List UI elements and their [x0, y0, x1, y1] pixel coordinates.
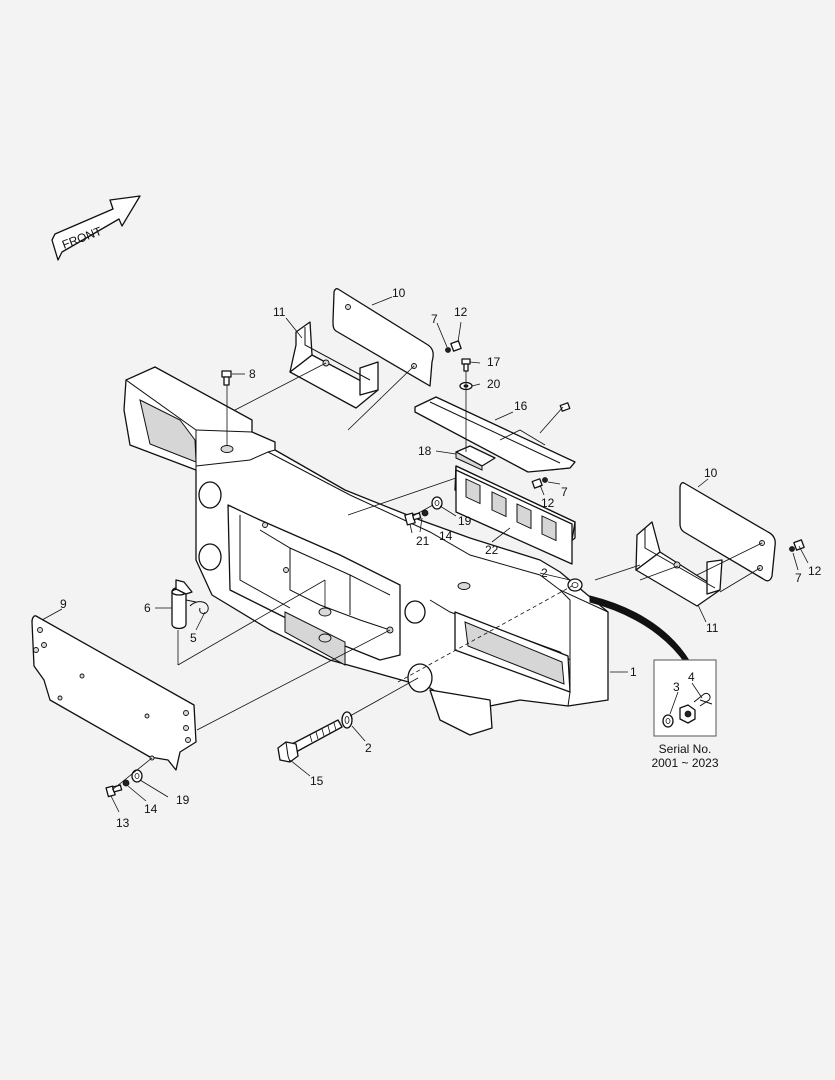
callout-19-lower: 19: [176, 793, 190, 807]
callout-12-right: 12: [808, 564, 822, 578]
washer-2-lower: [341, 711, 353, 729]
bolt-7-12-right: [789, 539, 805, 552]
bolt-17: [461, 358, 471, 372]
bolt-8: [221, 370, 232, 386]
callout-14-upper: 14: [439, 529, 453, 543]
washer-2-lower-hole: [344, 716, 350, 724]
plate-9: [31, 615, 197, 771]
bolt-7-12-upper: [445, 340, 462, 353]
lockwasher-14-lower: [122, 779, 130, 787]
callout-8: 8: [249, 367, 256, 381]
callout-22: 22: [485, 543, 499, 557]
callout-2-lower: 2: [365, 741, 372, 755]
plate-22: [454, 465, 576, 565]
washer-19-upper-hole: [434, 500, 440, 506]
callout-9: 9: [60, 597, 67, 611]
lockwasher-14-upper: [421, 509, 429, 517]
bolt-7-12-cover: [531, 477, 548, 489]
cover-16: [414, 396, 576, 473]
serial-detail-box: [653, 659, 717, 737]
callout-2-upper: 2: [541, 566, 548, 580]
callout-10-upper: 10: [392, 286, 406, 300]
callout-6: 6: [144, 601, 151, 615]
leader-lines: [41, 296, 809, 813]
counterweight-body: [123, 366, 609, 736]
callout-17: 17: [487, 355, 501, 369]
callout-14-lower: 14: [144, 802, 158, 816]
pin-6: [171, 579, 209, 630]
bolt-cover-end: [559, 402, 571, 412]
plate-10-lower: [679, 482, 776, 582]
bracket-11-lower: [635, 521, 723, 607]
washer-19-upper: [431, 496, 443, 510]
callout-1: 1: [630, 665, 637, 679]
callout-15: 15: [310, 774, 324, 788]
bracket-11-upper: [289, 321, 379, 409]
callout-7-upper: 7: [431, 312, 438, 326]
assembly-lines: [111, 362, 763, 791]
callout-19-upper: 19: [458, 514, 472, 528]
callout-11-upper: 11: [273, 305, 286, 319]
front-arrow-icon: FRONT: [51, 195, 141, 261]
bolt-13: [105, 784, 123, 798]
callout-12-upper: 12: [454, 305, 468, 319]
plate-10-upper: [332, 288, 434, 387]
callout-16: 16: [514, 399, 528, 413]
callout-3: 3: [673, 680, 680, 694]
washer-19-lower-hole: [134, 773, 140, 779]
callout-7-right: 7: [795, 571, 802, 585]
callout-20: 20: [487, 377, 501, 391]
callout-4: 4: [688, 670, 695, 684]
serial-line-2: 2001 ~ 2023: [651, 756, 718, 770]
washer-2-upper-hole: [571, 582, 579, 588]
serial-line-1: Serial No.: [659, 742, 712, 756]
callout-18: 18: [418, 444, 432, 458]
callout-labels: 1 2 2 3 4 5 6 7 7 7 8 9 10 10 11 11 12 1…: [60, 286, 822, 830]
callout-13: 13: [116, 816, 130, 830]
washer-2-upper: [567, 578, 583, 592]
callout-5: 5: [190, 631, 197, 645]
callout-21: 21: [416, 534, 430, 548]
callout-10-lower: 10: [704, 466, 718, 480]
bolt-15: [277, 719, 343, 763]
callout-12-cover: 12: [541, 496, 555, 510]
callout-11-lower: 11: [706, 621, 719, 635]
callout-7-cover: 7: [561, 485, 568, 499]
